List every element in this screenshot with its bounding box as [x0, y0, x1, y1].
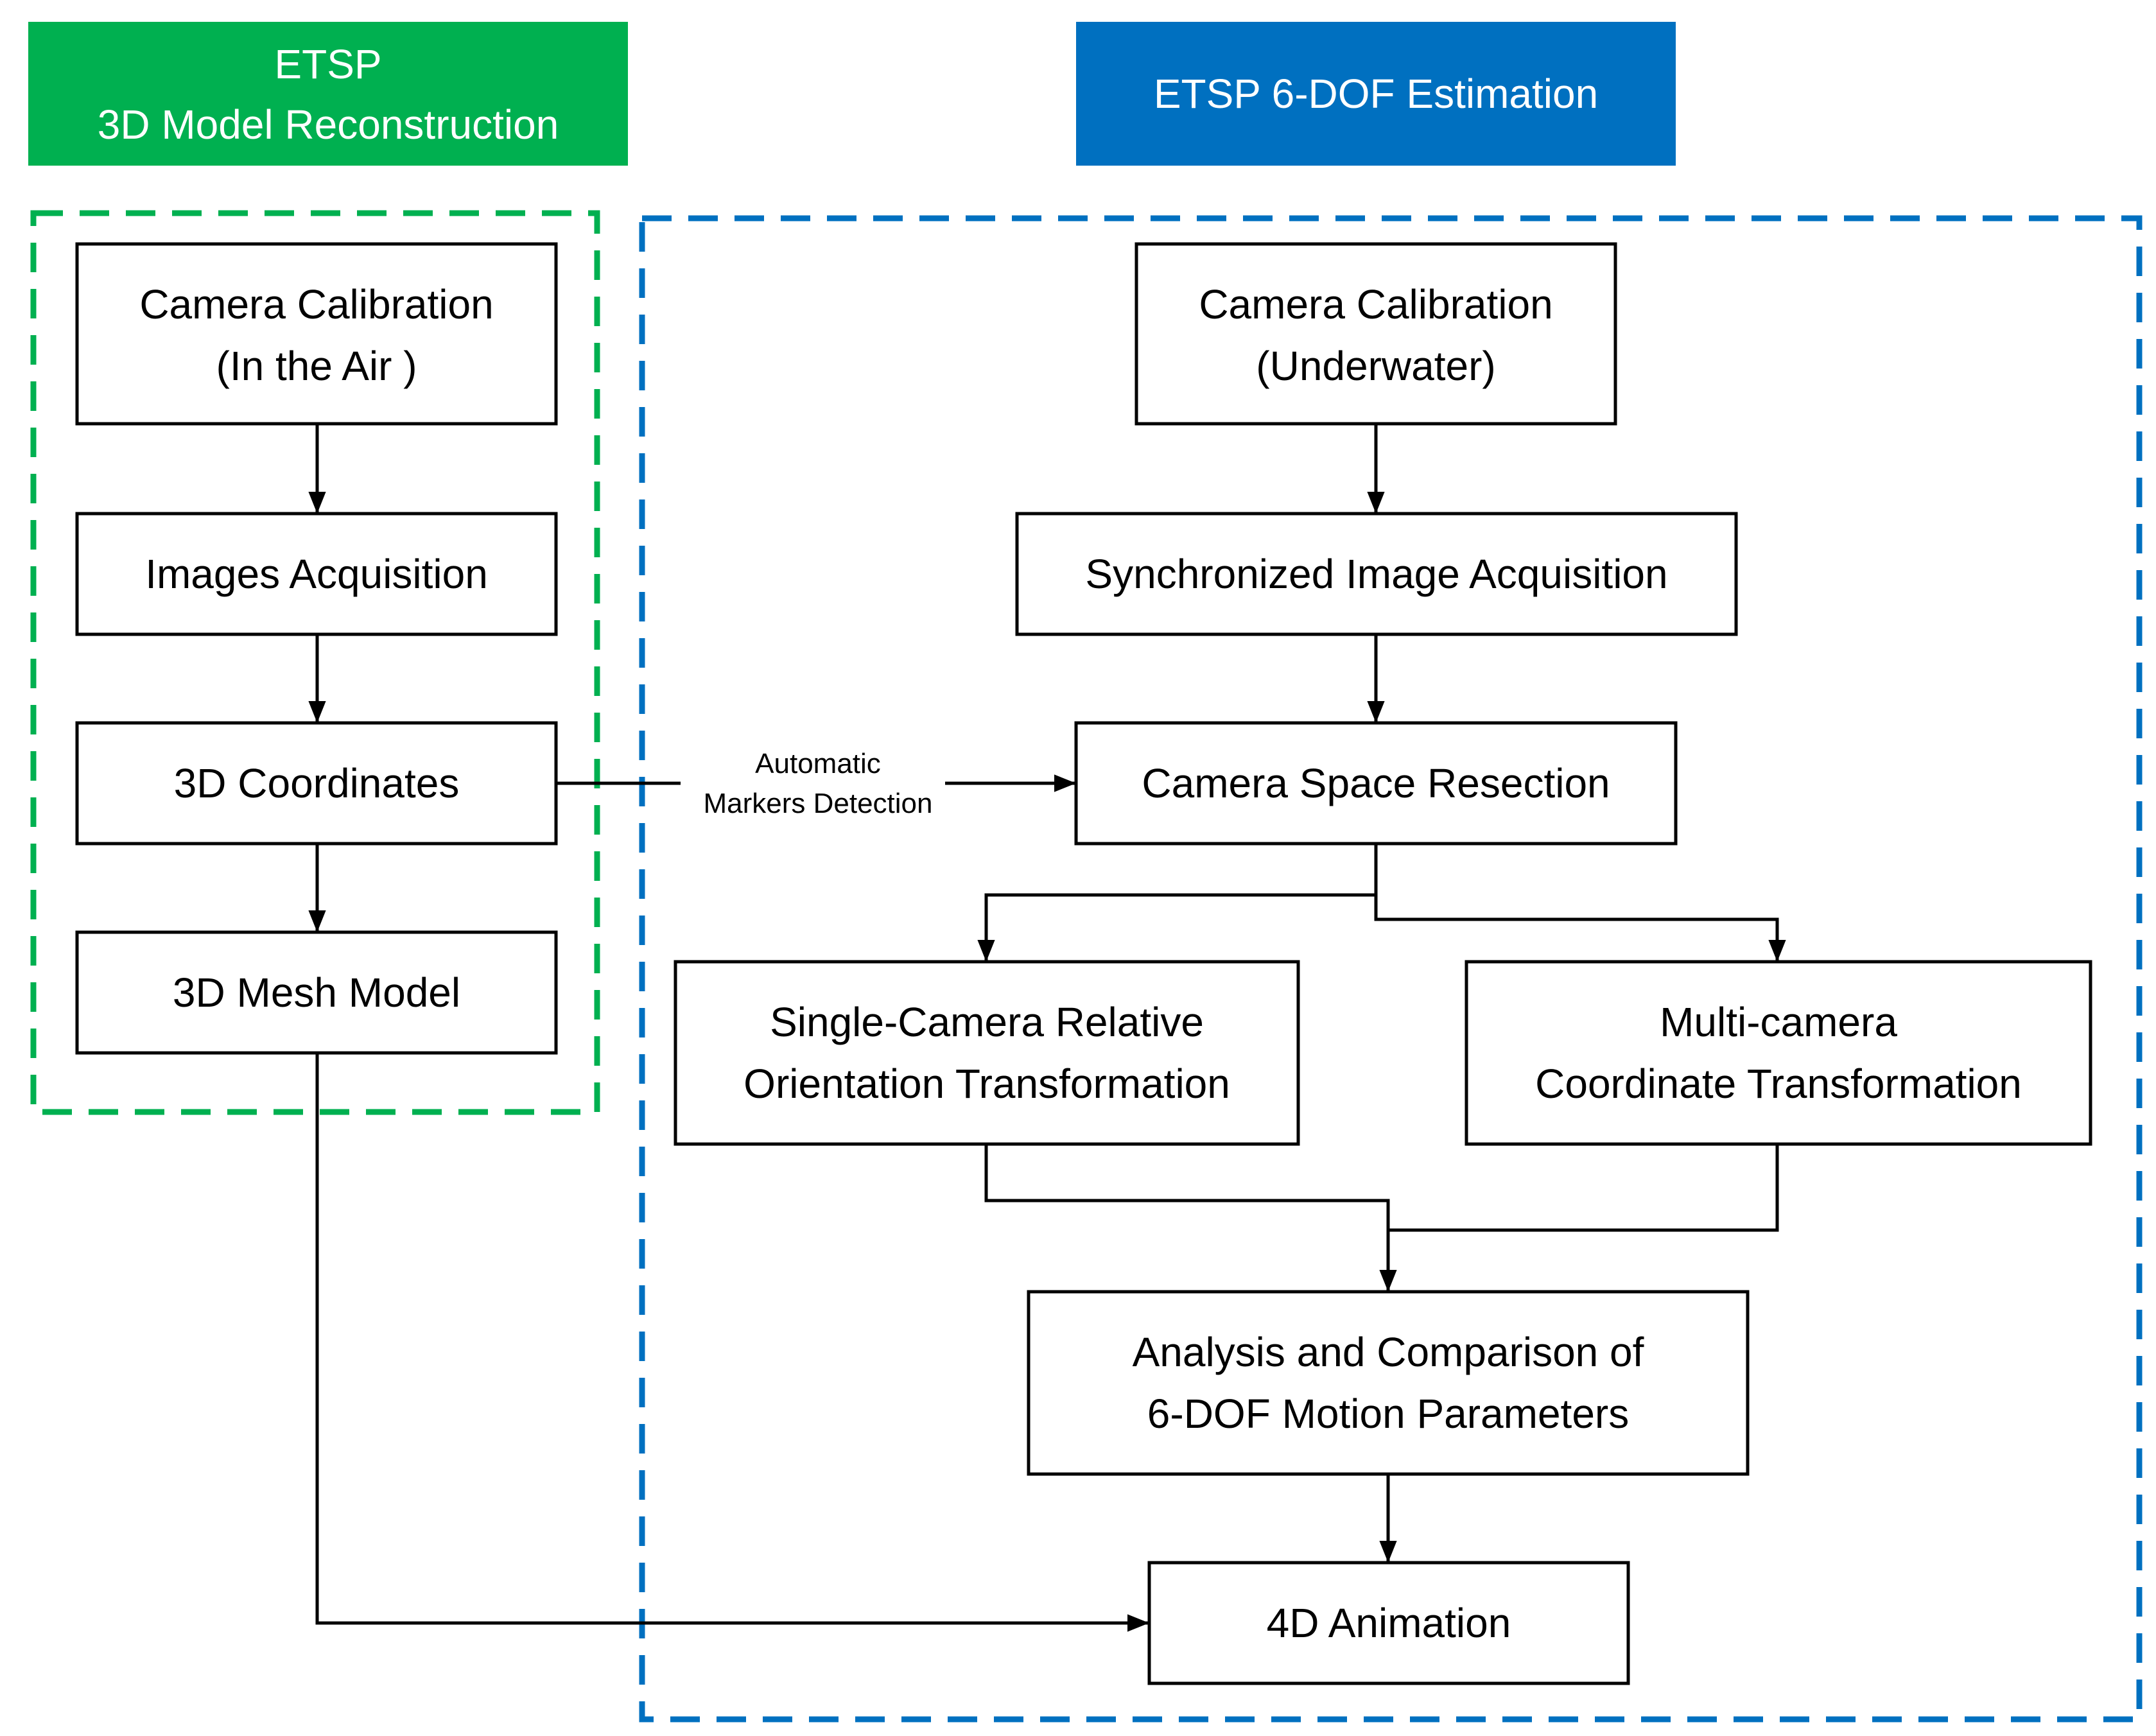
camera-calibration-underwater-line2: (Underwater): [1256, 343, 1495, 389]
edge-multi-to-merge: [1388, 1144, 1779, 1232]
box-images-acquisition: [75, 512, 558, 636]
box-4d-animation: [1147, 1561, 1630, 1685]
connectors: [308, 424, 1786, 1632]
camera-calibration-air-line1: Camera Calibration: [139, 281, 493, 327]
arrow-mesh-to-animation: [315, 1053, 1149, 1632]
box-camera-space-resection: [1074, 721, 1678, 846]
box-multi-camera: [1465, 960, 2092, 1146]
multi-camera-line1: Multi-camera: [1660, 999, 1897, 1045]
box-camera-calibration-underwater: [1135, 242, 1617, 426]
arrow-resection-to-single: [977, 844, 1378, 962]
left-header-line2: 3D Model Reconstruction: [98, 101, 559, 148]
analysis-line2: 6-DOF Motion Parameters: [1147, 1391, 1629, 1437]
box-analysis: [1027, 1290, 1750, 1476]
box-camera-calibration-air: [75, 242, 558, 426]
arrow-resection-to-multi: [1374, 895, 1786, 962]
4d-animation-label: 4D Animation: [1267, 1600, 1511, 1646]
3d-coordinates-label: 3D Coordinates: [174, 760, 460, 806]
right-group-border: [639, 215, 2143, 1723]
multi-camera-line2: Coordinate Transformation: [1535, 1061, 2022, 1107]
images-acquisition-label: Images Acquisition: [145, 551, 488, 597]
3d-mesh-model-label: 3D Mesh Model: [173, 969, 460, 1016]
right-header-banner: [1076, 22, 1676, 166]
synchronized-acquisition-label: Synchronized Image Acquisition: [1085, 551, 1667, 597]
left-group-border: [30, 210, 600, 1115]
box-3d-coordinates: [75, 721, 558, 846]
camera-calibration-air-line2: (In the Air ): [216, 343, 417, 389]
right-header-title: ETSP 6-DOF Estimation: [1154, 71, 1598, 117]
box-synchronized-acquisition: [1015, 512, 1738, 636]
left-header-line1: ETSP: [274, 41, 381, 87]
analysis-line1: Analysis and Comparison of: [1133, 1329, 1644, 1375]
left-header-banner: [28, 22, 628, 166]
camera-calibration-underwater-line1: Camera Calibration: [1199, 281, 1552, 327]
camera-space-resection-label: Camera Space Resection: [1142, 760, 1610, 806]
edge-label-line1: Automatic: [755, 748, 881, 779]
single-camera-line1: Single-Camera Relative: [770, 999, 1204, 1045]
box-single-camera: [674, 960, 1300, 1146]
single-camera-line2: Orientation Transformation: [743, 1061, 1230, 1107]
box-3d-mesh-model: [75, 930, 558, 1055]
edge-label-line2: Markers Detection: [703, 788, 932, 819]
edge-single-to-merge: [984, 1144, 1397, 1292]
